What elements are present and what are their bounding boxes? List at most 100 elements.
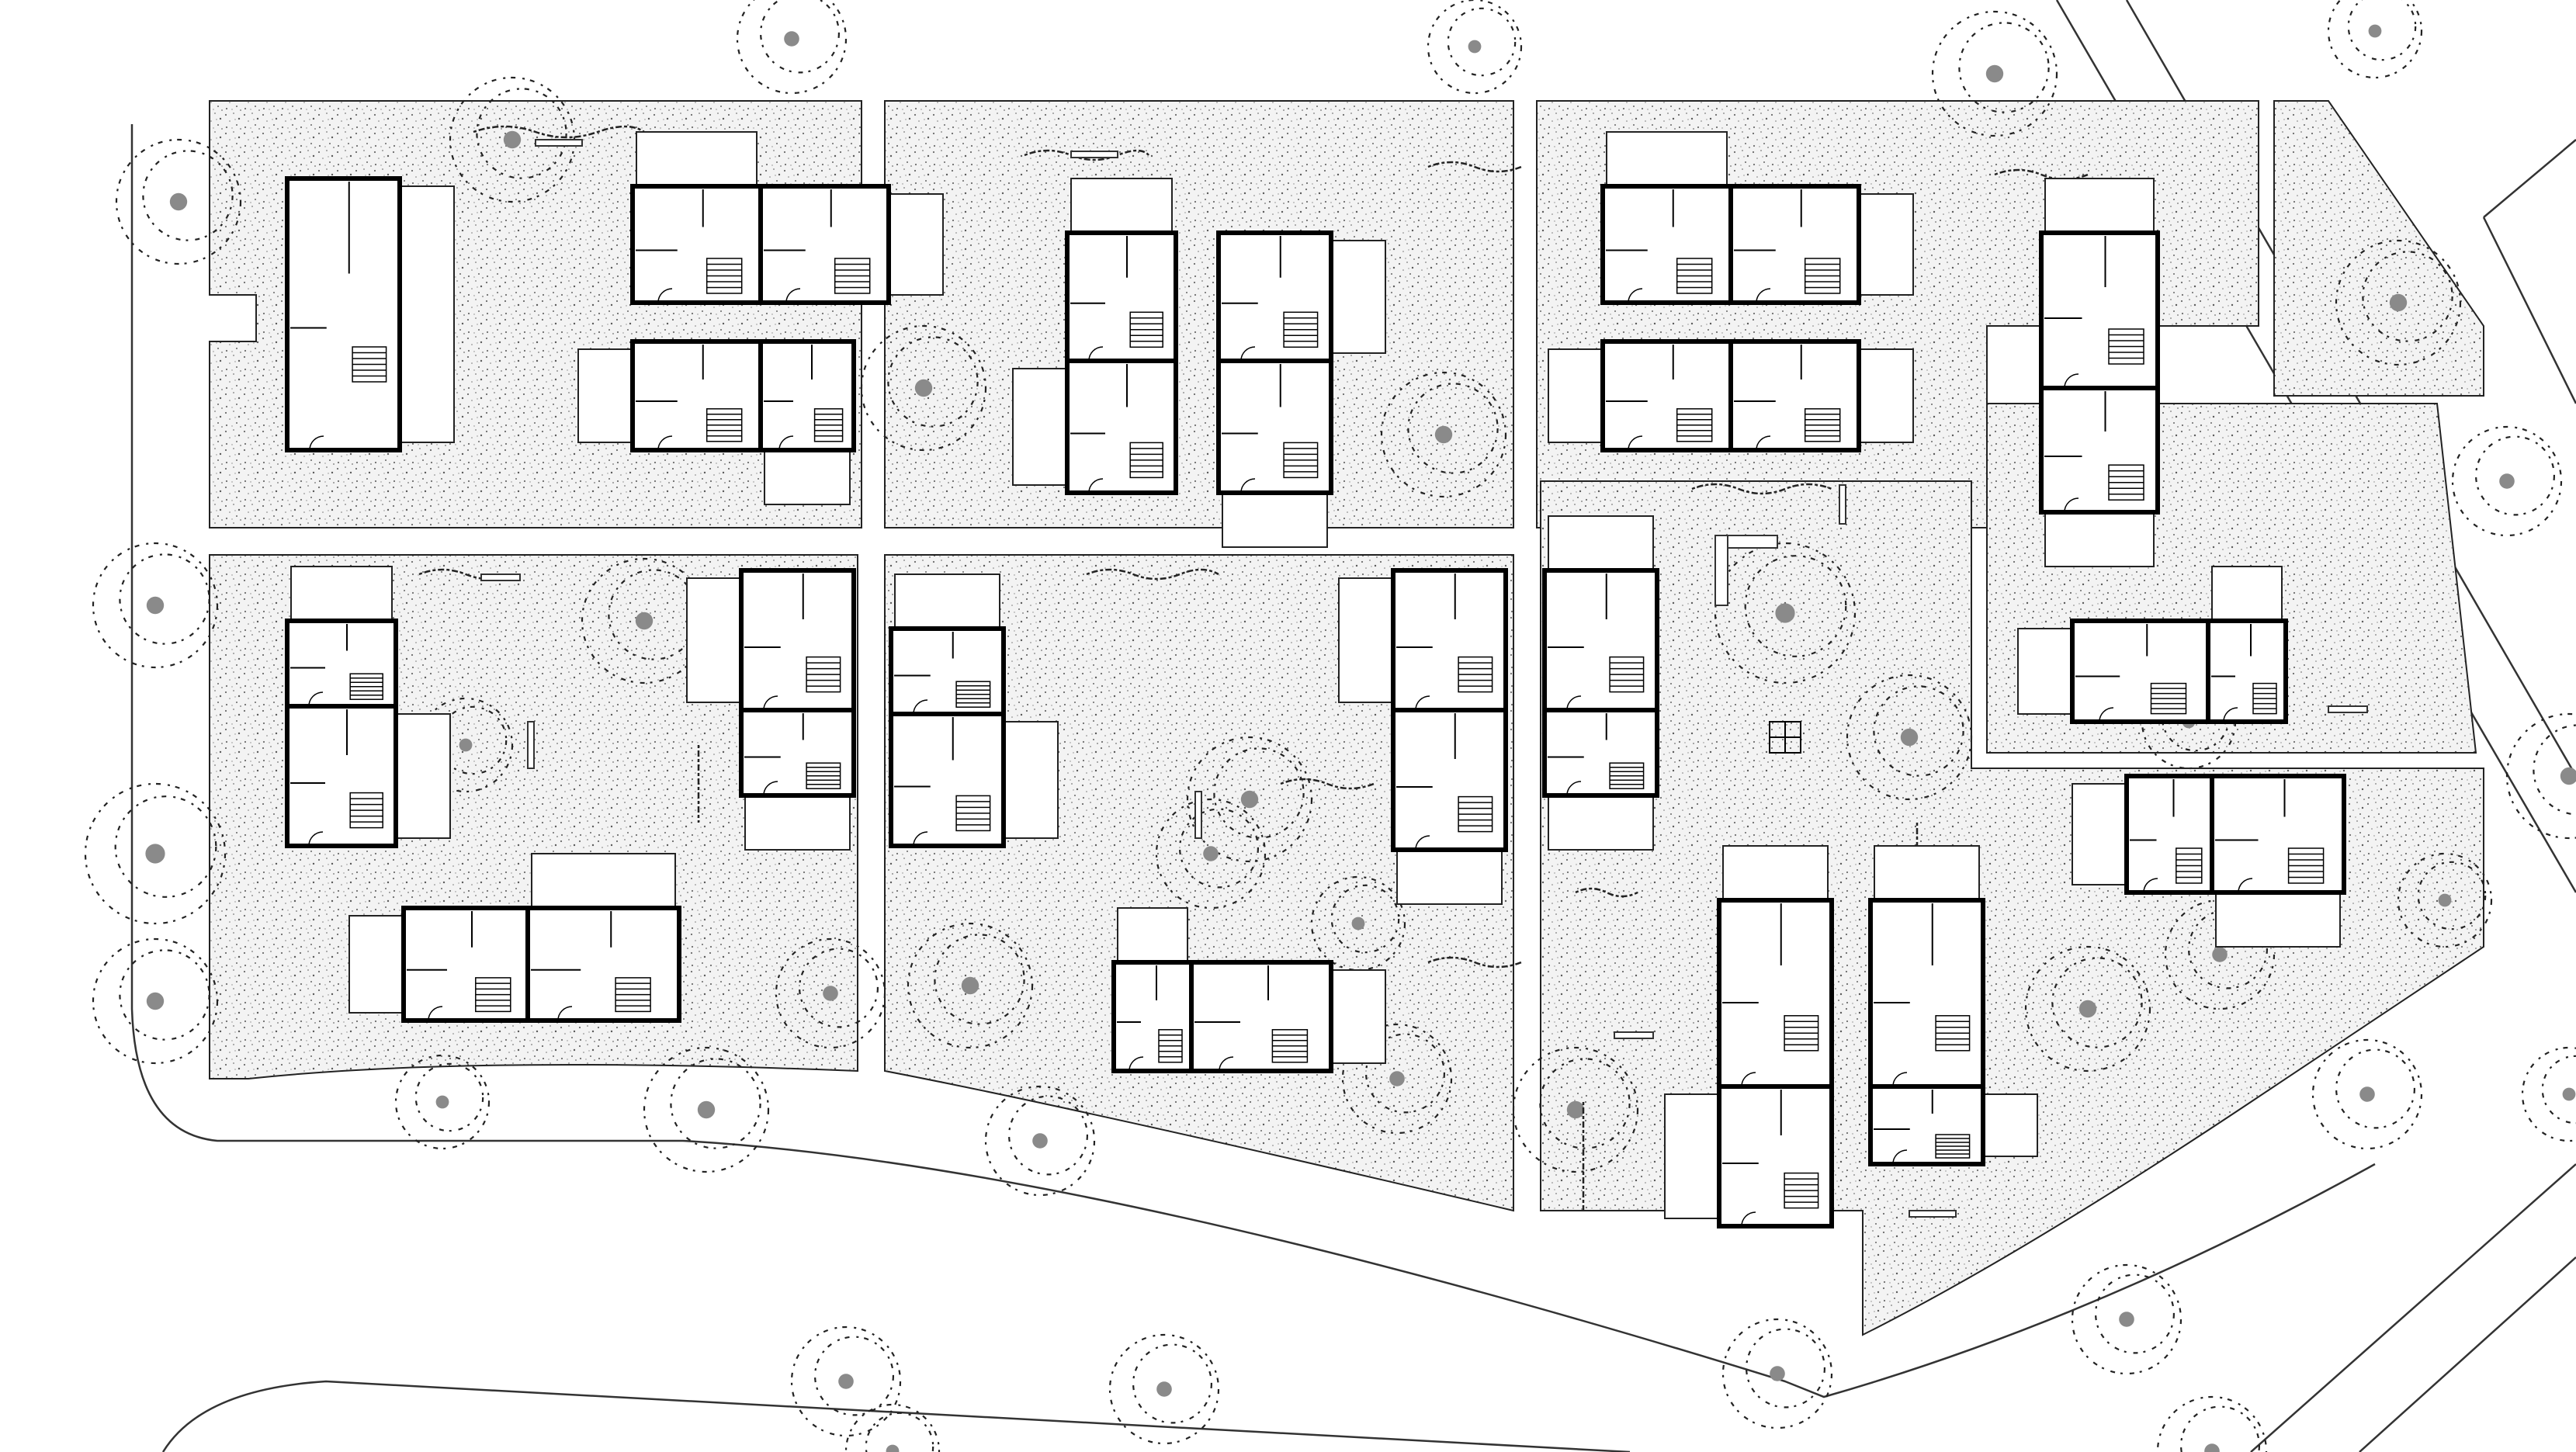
interior-partition bbox=[1548, 713, 1607, 758]
interior-partition bbox=[1874, 903, 1933, 1003]
terrace-deck bbox=[2215, 892, 2341, 948]
parcel-far-east bbox=[2273, 100, 2484, 397]
house-walls bbox=[1728, 184, 1861, 305]
tree bbox=[2521, 1046, 2576, 1142]
house-walls bbox=[1391, 708, 1508, 852]
tree bbox=[643, 1046, 770, 1173]
house-unit bbox=[758, 339, 856, 505]
house-unit bbox=[285, 704, 451, 848]
stairs-icon bbox=[1676, 408, 1713, 442]
tree-trunk-dot bbox=[1156, 1381, 1172, 1397]
terrace-deck bbox=[1003, 721, 1059, 839]
stairs-icon bbox=[349, 673, 383, 700]
door-swing bbox=[1892, 1149, 1908, 1165]
interior-partition bbox=[1734, 345, 1802, 402]
tree bbox=[2311, 1038, 2423, 1150]
tree-trunk-dot bbox=[914, 379, 933, 397]
house-unit bbox=[889, 574, 1006, 716]
house-walls bbox=[1868, 898, 1985, 1089]
stairs-icon bbox=[1271, 1029, 1309, 1063]
terrace-deck bbox=[636, 131, 758, 187]
house-walls bbox=[889, 712, 1006, 848]
stairs-icon bbox=[1784, 1015, 1819, 1052]
tree bbox=[92, 937, 219, 1065]
house-unit bbox=[1728, 339, 1914, 452]
interior-partition bbox=[894, 632, 954, 677]
house-walls bbox=[758, 184, 891, 305]
house-walls bbox=[1189, 960, 1333, 1073]
stairs-icon bbox=[2108, 328, 2144, 365]
tree-trunk-dot bbox=[146, 992, 165, 1010]
interior-partition bbox=[1396, 574, 1456, 648]
tree bbox=[418, 697, 514, 793]
tree-trunk-dot bbox=[838, 1374, 854, 1389]
tree bbox=[2505, 712, 2576, 840]
house-walls bbox=[1216, 359, 1333, 495]
terrace-deck bbox=[888, 193, 944, 296]
door-swing bbox=[763, 781, 778, 796]
tree-trunk-dot bbox=[1900, 728, 1919, 747]
interior-partition bbox=[1222, 236, 1281, 304]
tree bbox=[92, 542, 219, 669]
bench bbox=[1070, 151, 1118, 158]
house-unit bbox=[577, 339, 763, 452]
house-unit bbox=[2017, 619, 2210, 724]
stairs-icon bbox=[1129, 311, 1163, 348]
house-unit bbox=[1728, 184, 1914, 305]
stairs-icon bbox=[806, 656, 841, 693]
door-swing bbox=[2238, 878, 2253, 893]
house-walls bbox=[1065, 359, 1178, 495]
hedge bbox=[1427, 956, 1522, 969]
house-unit bbox=[1542, 515, 1659, 712]
house-walls bbox=[1868, 1084, 1985, 1166]
stairs-icon bbox=[1609, 762, 1645, 789]
interior-partition bbox=[531, 911, 612, 971]
house-unit bbox=[2072, 774, 2214, 895]
stairs-icon bbox=[1804, 408, 1841, 442]
tree bbox=[2451, 425, 2563, 537]
interior-partition bbox=[2044, 391, 2106, 457]
play-structure bbox=[1714, 535, 1728, 606]
terrace-deck bbox=[577, 348, 633, 443]
tree-trunk-dot bbox=[2560, 767, 2576, 785]
house-walls bbox=[1542, 708, 1659, 798]
house-walls bbox=[2210, 774, 2346, 895]
house-unit bbox=[525, 853, 681, 1023]
tree-trunk-dot bbox=[2359, 1086, 2375, 1102]
hedge bbox=[1575, 887, 1638, 898]
bench bbox=[480, 574, 521, 581]
terrace-deck bbox=[1548, 795, 1654, 851]
tree bbox=[1186, 736, 1313, 863]
tree bbox=[736, 0, 848, 95]
terrace-deck bbox=[1548, 515, 1654, 571]
house-unit bbox=[285, 176, 455, 452]
interior-partition bbox=[290, 624, 348, 669]
tree bbox=[1721, 1318, 1833, 1429]
house-walls bbox=[758, 339, 856, 452]
interior-partition bbox=[1194, 965, 1269, 1023]
house-unit bbox=[630, 131, 763, 305]
tree-trunk-dot bbox=[2389, 293, 2408, 312]
terrace-deck bbox=[744, 795, 851, 851]
northeast-plot-line bbox=[2482, 139, 2576, 404]
house-unit bbox=[758, 184, 944, 305]
house-walls bbox=[1542, 568, 1659, 712]
stairs-icon bbox=[1935, 1134, 1971, 1159]
terrace-deck bbox=[1330, 240, 1386, 354]
house-unit bbox=[1868, 1084, 2038, 1166]
hedges bbox=[418, 125, 2089, 1211]
house-unit bbox=[1548, 339, 1733, 452]
tree-trunk-dot bbox=[435, 1095, 449, 1109]
door-swing bbox=[657, 288, 673, 303]
tree bbox=[2335, 239, 2462, 366]
houses bbox=[285, 131, 2346, 1228]
tree-trunk-dot bbox=[146, 596, 165, 615]
interior-partition bbox=[764, 189, 832, 251]
tree bbox=[1108, 1333, 1220, 1445]
terrace-deck bbox=[686, 577, 742, 703]
house-unit bbox=[2206, 566, 2288, 724]
tree-trunk-dot bbox=[961, 976, 979, 995]
terrace-deck bbox=[2017, 628, 2073, 715]
bench bbox=[535, 139, 583, 147]
tree bbox=[84, 782, 227, 925]
